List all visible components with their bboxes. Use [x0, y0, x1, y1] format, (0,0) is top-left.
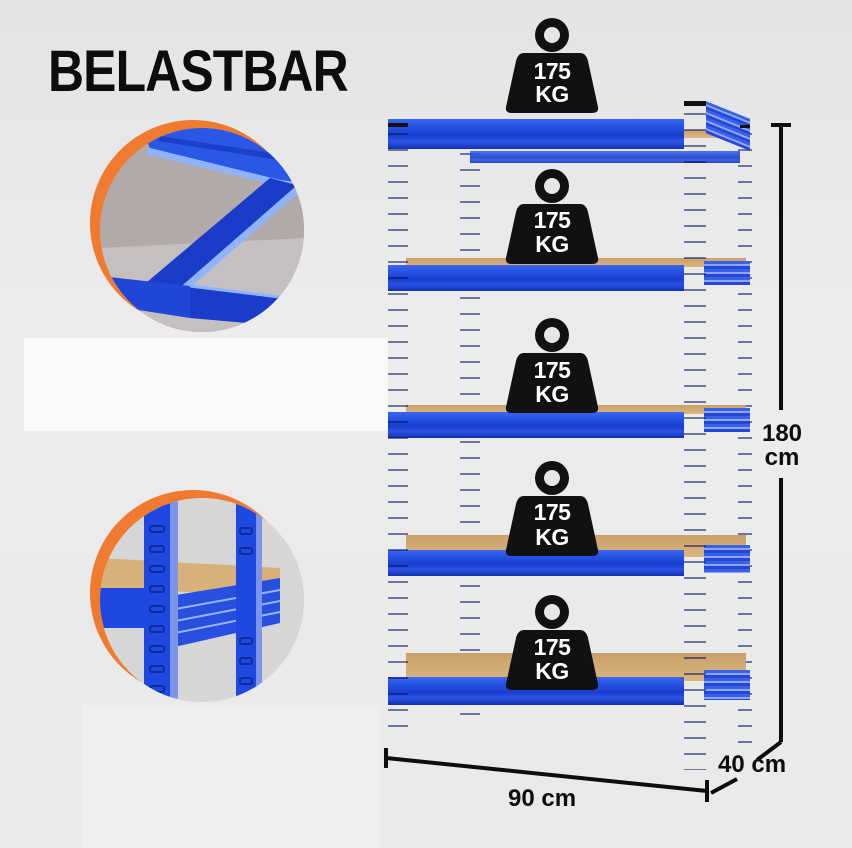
headline: BELASTBAR: [48, 39, 349, 104]
post-cap-right: [684, 101, 706, 106]
side-beam-3: [704, 408, 750, 432]
weight-unit: KG: [535, 231, 569, 257]
post-cap-left: [388, 123, 408, 127]
height-unit: cm: [764, 444, 800, 471]
weight-value: 175: [533, 634, 571, 660]
weight-icon: [505, 461, 599, 556]
weight-value: 175: [533, 499, 571, 525]
weight-icon: [505, 595, 599, 690]
weight-badge-level-5: 175 KG: [502, 592, 602, 692]
detail-photo-connection: [100, 498, 304, 702]
post-cap-back-right: [740, 125, 750, 128]
height-label: 180 cm: [757, 422, 807, 470]
detail-image-connection: [90, 490, 306, 706]
back-beam-1: [470, 151, 740, 163]
weight-badge-level-3: 175 KG: [502, 315, 602, 415]
weight-value: 175: [533, 357, 571, 383]
height-value: 180: [761, 420, 803, 447]
front-beam-2: [388, 265, 684, 291]
weight-unit: KG: [535, 658, 569, 684]
weight-badge-level-1: 175 KG: [502, 15, 602, 115]
weight-badge-level-4: 175 KG: [502, 458, 602, 558]
detail-photo-crossbar: [100, 128, 304, 332]
back-right-post: [738, 125, 752, 745]
weight-unit: KG: [535, 381, 569, 407]
weight-icon: [505, 318, 599, 413]
weight-unit: KG: [535, 81, 569, 107]
side-beam-4: [704, 545, 750, 573]
weight-icon: [505, 169, 599, 264]
shelving-unit: [380, 95, 760, 775]
weight-value: 175: [533, 207, 571, 233]
weight-badge-level-2: 175 KG: [502, 166, 602, 266]
weight-unit: KG: [535, 524, 569, 550]
weight-icon: [505, 18, 599, 113]
depth-label: 40 cm: [718, 751, 787, 778]
front-right-post: [684, 105, 706, 770]
side-beam-2: [704, 261, 750, 285]
front-left-post: [388, 125, 408, 740]
detail-image-crossbar: [90, 120, 306, 336]
front-beam-1: [388, 119, 684, 149]
width-label: 90 cm: [508, 785, 577, 812]
front-beam-3: [388, 412, 684, 438]
side-beam-5: [704, 670, 750, 700]
blank-panel-2: [82, 705, 380, 848]
weight-value: 175: [533, 58, 571, 84]
blank-panel-1: [24, 338, 388, 431]
